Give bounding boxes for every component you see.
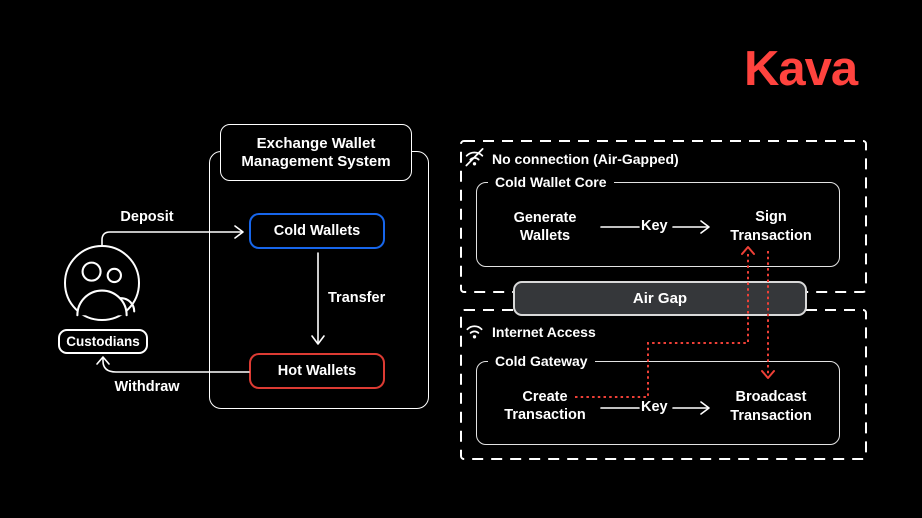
create-transaction-node: Create Transaction	[504, 389, 586, 423]
wifi-icon	[466, 325, 483, 339]
wifi-off-icon	[465, 148, 484, 167]
broadcast-transaction-node: Broadcast Transaction	[730, 389, 812, 424]
deposit-label: Deposit	[120, 209, 174, 225]
internet-zone-header: Internet Access	[492, 324, 596, 340]
hot-wallets-node: Hot Wallets	[249, 353, 385, 389]
airgapped-zone-header: No connection (Air-Gapped)	[492, 151, 679, 167]
custodians-label: Custodians	[58, 329, 148, 354]
kava-logo: Kava	[744, 42, 858, 96]
sign-transaction-node: Sign Transaction	[730, 209, 812, 244]
withdraw-label: Withdraw	[114, 379, 180, 395]
key-label-bottom: Key	[641, 399, 668, 415]
generate-wallets-node: Generate Wallets	[513, 210, 577, 244]
cold-wallet-core-title: Cold Wallet Core	[488, 174, 614, 191]
people-icon	[76, 261, 136, 317]
exchange-system-title: Exchange Wallet Management System	[220, 124, 412, 181]
air-gap-bar: Air Gap	[513, 281, 807, 316]
cold-gateway-title: Cold Gateway	[488, 353, 595, 370]
cold-wallets-node: Cold Wallets	[249, 213, 385, 249]
transfer-label: Transfer	[328, 290, 386, 306]
key-label-top: Key	[641, 218, 668, 234]
custodians-avatar	[64, 245, 140, 321]
